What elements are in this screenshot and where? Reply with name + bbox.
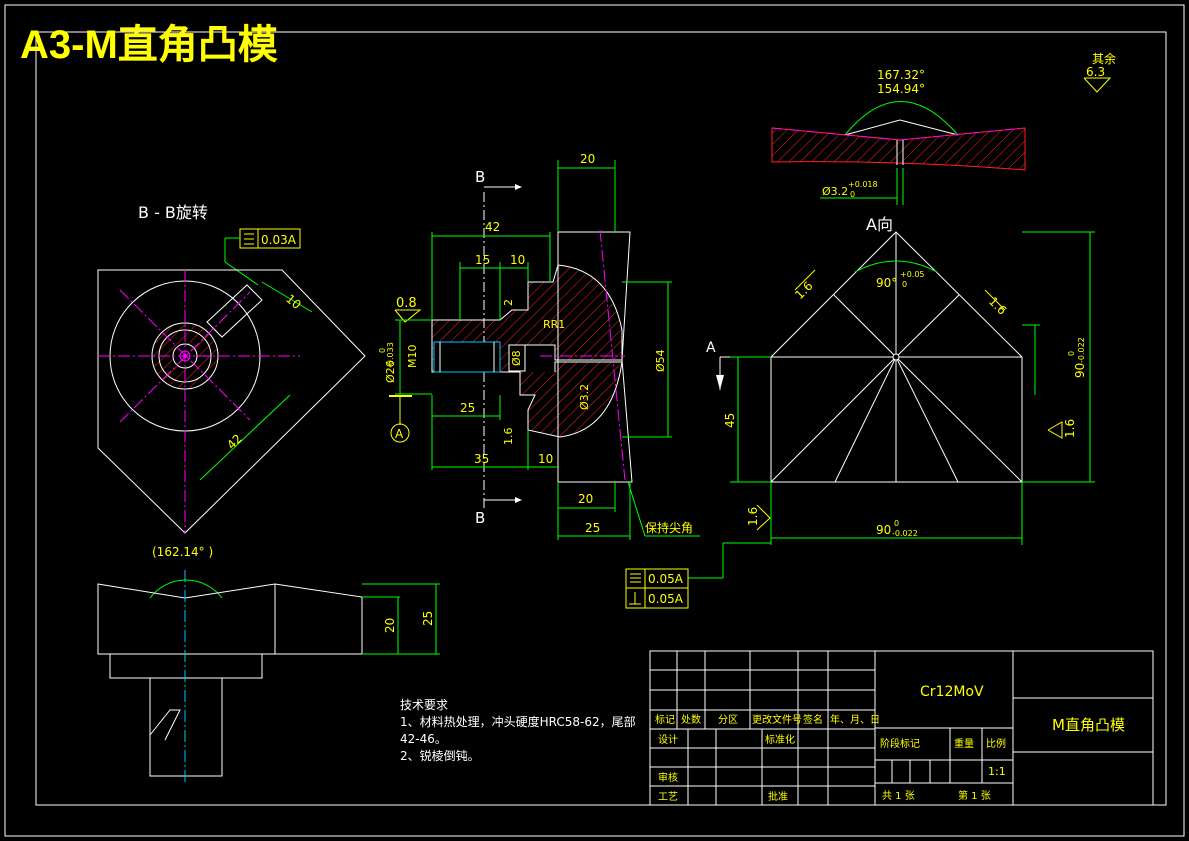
title-block-text: Cr12MoV M直角凸模 标记 处数 分区 更改文件号 签名 年、月、日 设计…	[655, 684, 1125, 803]
header-signature: 签名	[803, 713, 823, 726]
bb-dim-42: 42	[224, 431, 245, 452]
technical-notes: 技术要求 1、材料热处理，冲头硬度HRC58-62，尾部 42-46。 2、锐棱…	[400, 698, 636, 763]
inner-border	[35, 31, 1167, 806]
section-bb-view: B - B旋转 0.03A 10 42	[97, 203, 366, 534]
notes-heading: 技术要求	[400, 698, 448, 712]
rough-side: 1.6	[1063, 419, 1077, 438]
dim-15: 15	[475, 253, 490, 267]
dim-90-h: 90	[876, 523, 891, 537]
angle-90-tol: +0.05	[900, 270, 925, 279]
notes-line-1: 1、材料热处理，冲头硬度HRC58-62，尾部	[400, 714, 636, 729]
dim-phi3-2: Ø3.2	[578, 384, 591, 410]
dim-90-h-tol0: 0	[894, 519, 899, 528]
notes-line-2: 42-46。	[400, 732, 447, 746]
angle-90: 90°	[876, 276, 897, 290]
rough-left: 1.6	[792, 279, 815, 302]
title-block	[649, 650, 1154, 806]
dim-phi26: Ø26	[384, 360, 397, 383]
tolerance-flatness: 0.05A	[648, 572, 684, 586]
section-mark-bottom: B	[475, 509, 485, 527]
side-dim-25: 25	[421, 611, 435, 626]
roughness-rest-label: 其余	[1092, 51, 1116, 66]
angle-162: (162.14° )	[152, 545, 213, 559]
outer-border	[4, 4, 1185, 837]
angle-90-tol0: 0	[902, 280, 907, 289]
section-mark-top: B	[475, 168, 485, 186]
part-name: M直角凸模	[1052, 716, 1125, 734]
roughness-rest-value: 6.3	[1086, 65, 1105, 79]
header-mark: 标记	[655, 714, 675, 726]
tolerance-perpendicularity: 0.05A	[648, 592, 684, 606]
sheet-count: 共 1 张	[882, 790, 915, 802]
angle-167: 167.32°	[877, 68, 925, 82]
dim-90-h-tol: -0.022	[892, 529, 918, 538]
label-standard: 标准化	[765, 733, 795, 746]
rough-bottom: 1.6	[746, 507, 760, 526]
dim-phi32-tol: +0.018	[848, 180, 878, 189]
side-view: (162.14° ) 20 25	[97, 545, 440, 785]
header-date: 年、月、日	[830, 713, 880, 726]
rough-16-mid: 1.6	[502, 428, 515, 446]
view-a-arrow-label: A	[706, 340, 716, 356]
drawing-title: A3-M直角凸模	[20, 23, 278, 67]
dim-top-20: 20	[580, 152, 595, 166]
dim-phi54: Ø54	[654, 349, 667, 372]
label-review: 审核	[658, 771, 678, 784]
dim-35: 35	[474, 452, 489, 466]
dim-phi32-top: Ø3.2	[822, 185, 848, 198]
dim-25-mid: 25	[460, 401, 475, 415]
header-change-doc: 更改文件号	[752, 713, 802, 726]
label-design: 设计	[658, 733, 678, 746]
notes-line-3: 2、锐棱倒钝。	[400, 748, 480, 763]
side-dim-20: 20	[383, 618, 397, 633]
bb-dim-10: 10	[283, 292, 304, 313]
edge-detail-view: 其余 6.3 167.32° 154.94° Ø3.2 +0.018 0	[771, 51, 1116, 205]
label-approve: 批准	[768, 790, 788, 803]
dim-10-bot: 10	[538, 452, 553, 466]
rough-08: 0.8	[396, 296, 417, 311]
dim-phi8: Ø8	[510, 350, 523, 366]
dim-bot-25: 25	[585, 521, 600, 535]
dim-2: 2	[502, 299, 515, 306]
section-bb-label: B - B旋转	[138, 203, 208, 222]
label-scale: 比例	[986, 737, 1006, 750]
header-zone: 分区	[718, 714, 738, 726]
dim-90-v: 90	[1073, 363, 1087, 378]
dim-90-v-tol0: 0	[1067, 351, 1076, 356]
main-section-view: B B 20 42 15 10 2 RR1 0	[378, 152, 700, 540]
dim-phi26-tol-low: -0.033	[386, 342, 395, 368]
label-weight: 重量	[954, 737, 974, 750]
scale-value: 1:1	[988, 765, 1006, 778]
dim-phi32-tol0: 0	[850, 190, 855, 199]
datum-a: A	[395, 427, 404, 441]
material: Cr12MoV	[920, 684, 984, 700]
view-a: A向 A 90° +0.05 0 1.6 1.6 90 -0.022 0 1.6	[625, 215, 1095, 609]
dim-rr1: RR1	[543, 318, 565, 331]
dim-10-top: 10	[510, 253, 525, 267]
rough-right: 1.6	[986, 294, 1009, 317]
dim-bot-20: 20	[578, 492, 593, 506]
dim-m10: M10	[406, 345, 419, 369]
dim-45: 45	[723, 413, 737, 428]
angle-154: 154.94°	[877, 82, 925, 96]
dim-42: 42	[485, 220, 500, 234]
bb-outline	[97, 269, 366, 534]
keep-sharp-note: 保持尖角	[645, 520, 693, 535]
label-process: 工艺	[658, 791, 678, 803]
label-stage: 阶段标记	[880, 737, 920, 750]
view-a-label: A向	[866, 215, 893, 234]
dim-90-v-tol: -0.022	[1077, 337, 1086, 363]
header-count: 处数	[681, 713, 701, 726]
flatness-value: 0.03A	[261, 233, 297, 247]
sheet-number: 第 1 张	[958, 789, 991, 802]
dim-phi26-tol-up: 0	[378, 348, 387, 353]
